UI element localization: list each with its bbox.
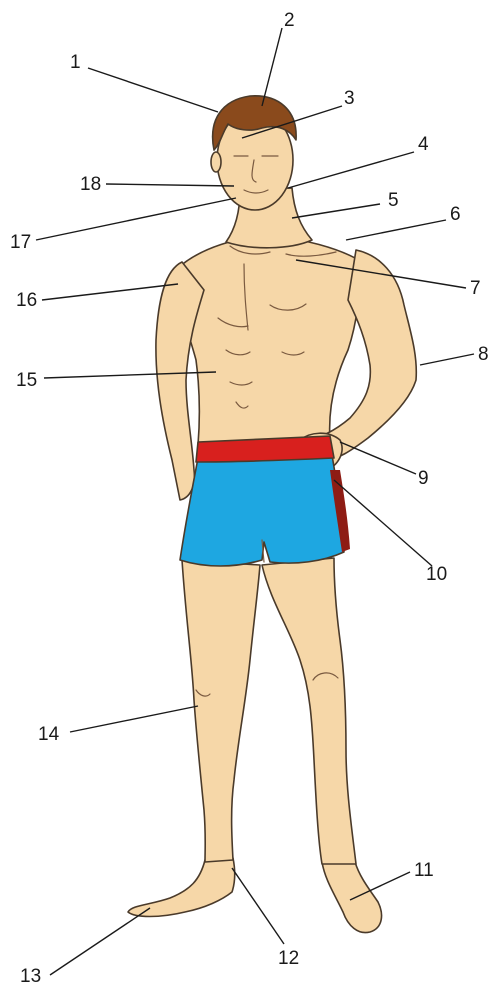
label-18: 18 bbox=[80, 174, 101, 195]
label-3: 3 bbox=[344, 88, 355, 109]
label-11: 11 bbox=[414, 860, 434, 881]
label-14: 14 bbox=[38, 724, 60, 745]
label-1: 1 bbox=[70, 52, 81, 73]
label-16: 16 bbox=[16, 290, 37, 311]
label-2: 2 bbox=[284, 10, 295, 31]
right-leg bbox=[262, 558, 356, 864]
label-15: 15 bbox=[16, 370, 37, 391]
label-10: 10 bbox=[426, 564, 447, 585]
label-5: 5 bbox=[388, 190, 399, 211]
left-foot bbox=[128, 858, 235, 917]
right-foot bbox=[322, 862, 382, 933]
label-6: 6 bbox=[450, 204, 461, 225]
label-17: 17 bbox=[10, 232, 31, 253]
label-13: 13 bbox=[20, 966, 41, 987]
label-8: 8 bbox=[478, 344, 489, 365]
label-9: 9 bbox=[418, 468, 429, 489]
left-leg bbox=[182, 560, 260, 862]
label-12: 12 bbox=[278, 948, 299, 969]
swim-trunks bbox=[180, 455, 344, 566]
torso bbox=[178, 236, 362, 445]
label-4: 4 bbox=[418, 134, 429, 155]
label-7: 7 bbox=[470, 278, 481, 299]
